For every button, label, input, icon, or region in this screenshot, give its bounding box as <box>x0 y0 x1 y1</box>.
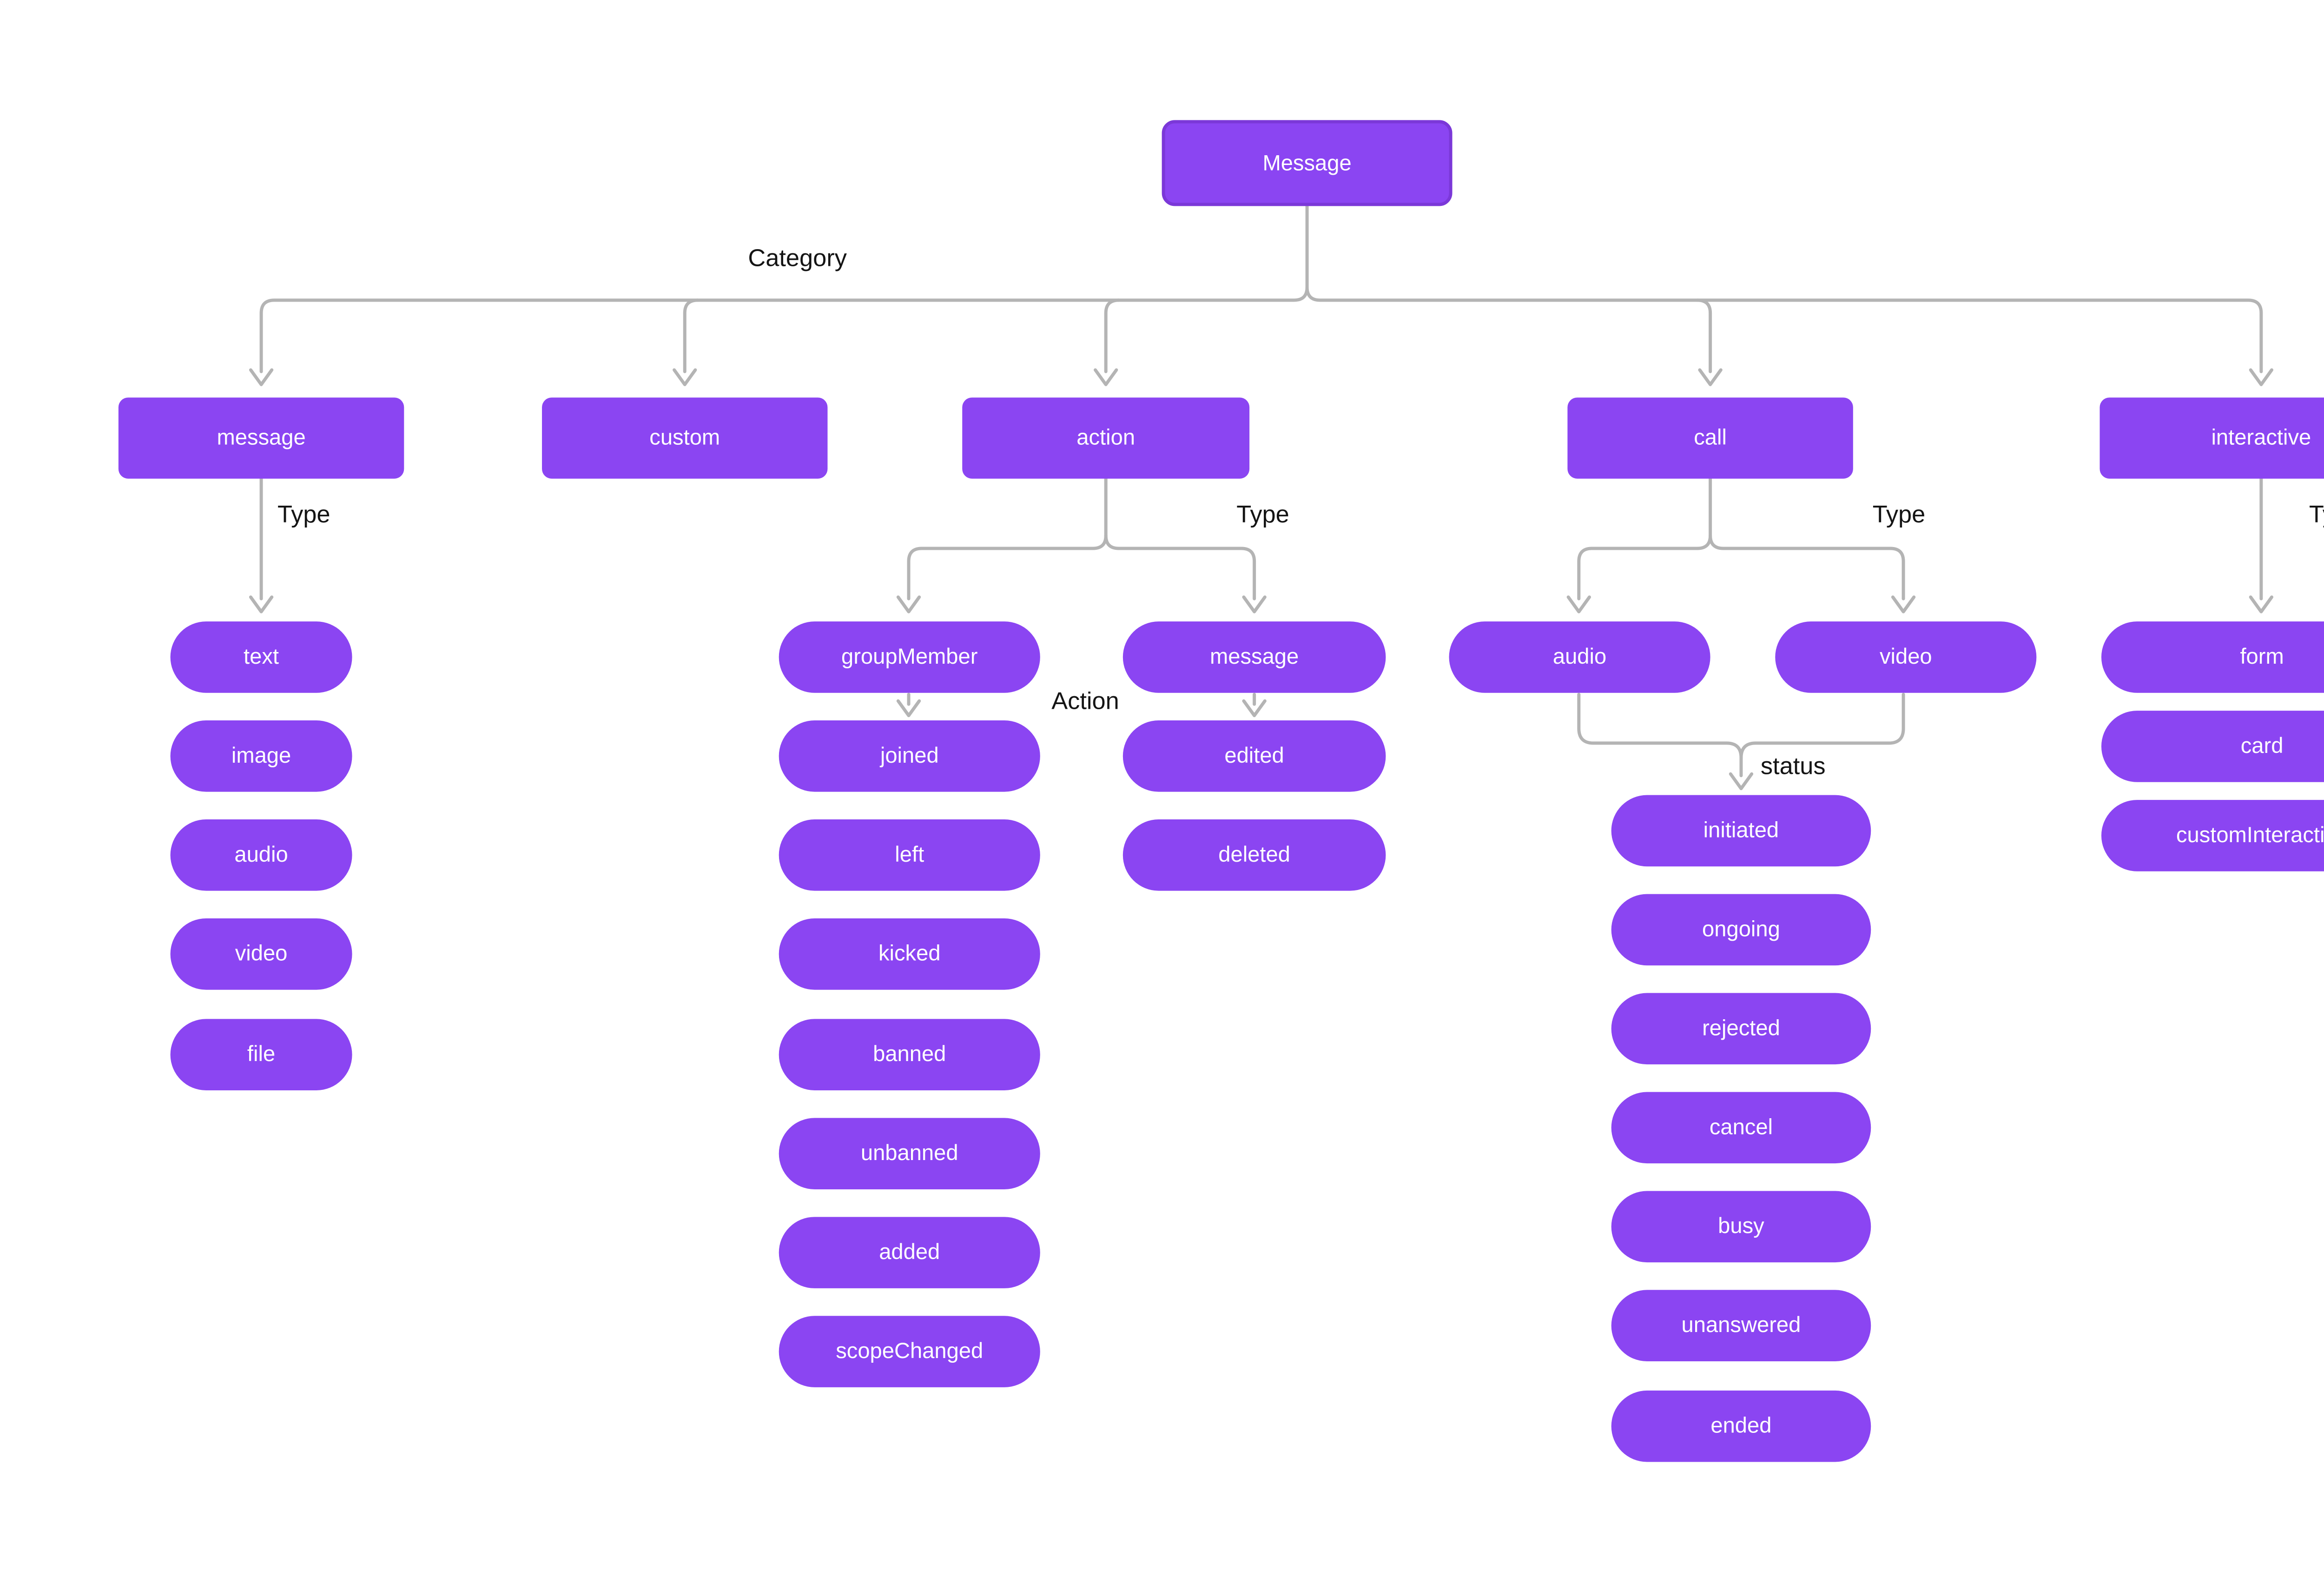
edge-label-type-call: Type <box>1872 501 1926 529</box>
edge-video-merge <box>1739 693 1905 759</box>
category-edges <box>259 204 2263 373</box>
node-gm-unbanned: unbanned <box>779 1118 1040 1189</box>
node-gm-kicked: kicked <box>779 918 1040 990</box>
node-gm-joined: joined <box>779 720 1040 792</box>
edge-label-action: Action <box>1051 688 1119 716</box>
node-status-ended: ended <box>1611 1390 1871 1462</box>
node-status-initiated: initiated <box>1611 795 1871 867</box>
edge-action-to-groupmember <box>907 477 1108 600</box>
node-ma-edited: edited <box>1122 720 1386 792</box>
node-interactive-type-card: card <box>2101 711 2324 782</box>
node-gm-scopechanged: scopeChanged <box>779 1316 1040 1387</box>
node-category-custom: custom <box>542 397 828 479</box>
edge-drop-custom <box>683 298 700 373</box>
node-root-message: Message <box>1162 120 1452 206</box>
node-status-unanswered: unanswered <box>1611 1290 1871 1362</box>
edge-label-category: Category <box>748 245 847 273</box>
edge-drop-call <box>1696 298 1712 373</box>
edge-audio-merge <box>1577 693 1743 778</box>
type-edges <box>259 477 2263 600</box>
node-interactive-type-custominteractive: customInteractive <box>2101 800 2324 871</box>
edge-label-type-interactive: Type <box>2309 501 2324 529</box>
edge-call-to-video <box>1709 534 1905 600</box>
node-category-message: message <box>118 397 404 479</box>
node-status-rejected: rejected <box>1611 993 1871 1065</box>
edge-root-to-interactive <box>1305 285 2263 373</box>
node-message-type-text: text <box>170 621 352 693</box>
node-status-cancel: cancel <box>1611 1092 1871 1164</box>
node-action-type-groupmember: groupMember <box>779 621 1040 693</box>
edge-call-to-audio <box>1577 477 1712 600</box>
node-category-call: call <box>1567 397 1853 479</box>
node-action-type-message: message <box>1122 621 1386 693</box>
node-message-type-audio: audio <box>170 819 352 891</box>
node-message-type-image: image <box>170 720 352 792</box>
node-ma-deleted: deleted <box>1122 819 1386 891</box>
node-status-busy: busy <box>1611 1191 1871 1263</box>
node-status-ongoing: ongoing <box>1611 894 1871 966</box>
node-category-action: action <box>962 397 1250 479</box>
node-gm-left: left <box>779 819 1040 891</box>
edge-root-to-message <box>259 204 1309 373</box>
node-interactive-type-form: form <box>2101 621 2324 693</box>
edge-label-type-action: Type <box>1236 501 1289 529</box>
node-call-type-video: video <box>1775 621 2037 693</box>
node-gm-added: added <box>779 1217 1040 1288</box>
edge-drop-action <box>1104 298 1121 373</box>
node-gm-banned: banned <box>779 1019 1040 1091</box>
edge-action-to-message <box>1104 534 1256 600</box>
node-category-interactive: interactive <box>2100 397 2324 479</box>
node-call-type-audio: audio <box>1449 621 1710 693</box>
node-message-type-file: file <box>170 1019 352 1091</box>
edge-label-type-message: Type <box>277 501 330 529</box>
node-message-type-video: video <box>170 918 352 990</box>
edge-label-status: status <box>1760 752 1826 781</box>
